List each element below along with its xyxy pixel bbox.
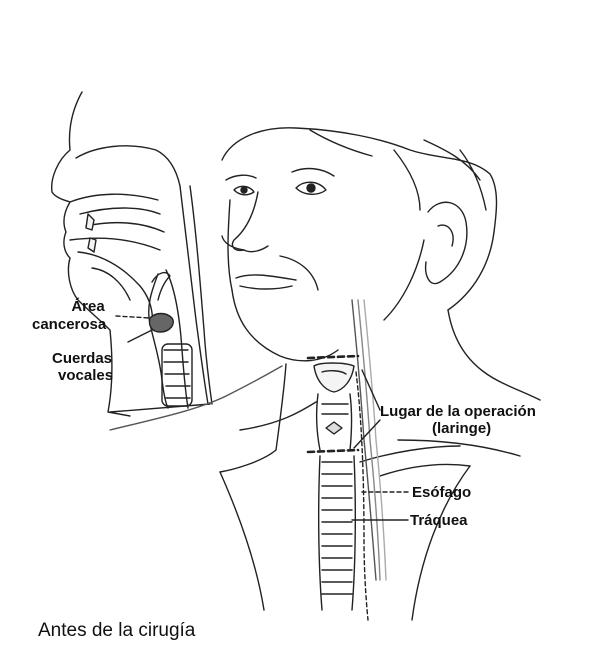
face-outline	[222, 128, 497, 361]
label-vocal-cords-line1: Cuerdas	[52, 350, 113, 367]
label-cancer-area-line1: Área	[56, 298, 116, 315]
larynx-and-trachea	[308, 356, 408, 620]
label-cancer-area-line2: cancerosa	[32, 316, 106, 333]
neck-and-shoulders	[110, 300, 540, 620]
label-operation-site-line1: Lugar de la operación	[380, 403, 536, 420]
label-trachea: Tráquea	[410, 512, 468, 529]
label-operation-site: Lugar de la operación (laringe)	[380, 403, 536, 437]
label-cancer-area-second: cancerosa	[32, 316, 106, 333]
figure-caption: Antes de la cirugía	[38, 620, 195, 642]
label-cancer-area: Área	[56, 298, 116, 315]
label-vocal-cords-line2: vocales	[52, 367, 113, 384]
label-operation-site-line2: (laringe)	[380, 420, 536, 437]
label-esophagus: Esófago	[412, 484, 471, 501]
label-vocal-cords: Cuerdas vocales	[52, 350, 113, 384]
